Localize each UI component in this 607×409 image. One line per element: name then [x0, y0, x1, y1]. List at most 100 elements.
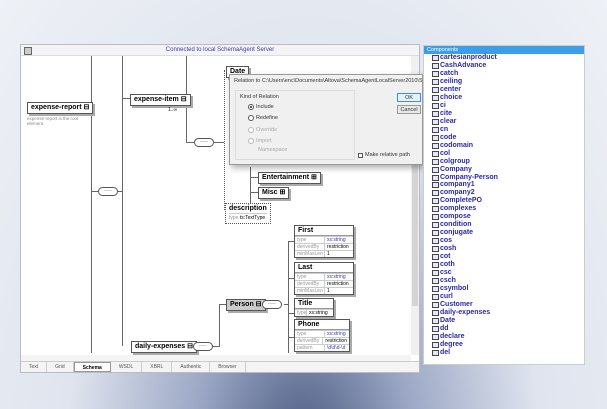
component-item[interactable]: csc: [424, 269, 584, 277]
element-icon: [432, 325, 439, 332]
tab-grid[interactable]: Grid: [47, 362, 74, 372]
component-label: daily-expenses: [440, 308, 491, 316]
component-item[interactable]: center: [424, 86, 584, 94]
component-item[interactable]: cot: [424, 253, 584, 261]
kind-of-relation-group: Kind of Relation Include Redefine Overri…: [235, 90, 355, 160]
component-item[interactable]: CompletePO: [424, 197, 584, 205]
component-item[interactable]: conjugate: [424, 229, 584, 237]
radio-override: Override: [248, 127, 277, 133]
app-icon: [24, 47, 32, 55]
element-daily-expenses[interactable]: daily-expenses ⊟: [131, 341, 198, 353]
component-label: degree: [440, 340, 463, 348]
component-item[interactable]: ceiling: [424, 78, 584, 86]
tab-text[interactable]: Text: [21, 362, 48, 372]
component-item[interactable]: ci: [424, 102, 584, 110]
element-icon: [432, 86, 439, 93]
sequence-compositor[interactable]: ····: [262, 300, 282, 309]
element-icon: [432, 118, 439, 125]
sequence-compositor[interactable]: ····: [194, 138, 214, 147]
namespace-label: Namespace: [258, 147, 288, 153]
component-item[interactable]: del: [424, 349, 584, 357]
component-item[interactable]: choice: [424, 94, 584, 102]
tab-xbrl[interactable]: XBRL: [142, 362, 173, 372]
tab-wsdl[interactable]: WSDL: [111, 362, 143, 372]
relative-path-checkbox[interactable]: Make relative path: [358, 152, 410, 158]
component-item[interactable]: complexes: [424, 205, 584, 213]
component-item[interactable]: Company-Person: [424, 174, 584, 182]
component-item[interactable]: Customer: [424, 301, 584, 309]
component-item[interactable]: code: [424, 134, 584, 142]
component-item[interactable]: curl: [424, 293, 584, 301]
element-entertainment[interactable]: Entertainment ⊞: [258, 172, 321, 184]
component-item[interactable]: CashAdvance: [424, 62, 584, 70]
component-item[interactable]: compose: [424, 213, 584, 221]
element-icon: [432, 333, 439, 340]
component-label: conjugate: [440, 229, 474, 237]
horizontal-scrollbar[interactable]: [21, 355, 411, 361]
radio-redefine[interactable]: Redefine: [248, 115, 278, 121]
component-label: cn: [440, 125, 449, 133]
component-item[interactable]: csymbol: [424, 285, 584, 293]
element-icon: [432, 110, 439, 117]
component-label: ci: [440, 101, 446, 109]
element-expense-report[interactable]: expense-report ⊟: [27, 102, 94, 114]
tab-authentic[interactable]: Authentic: [172, 362, 211, 372]
ok-button[interactable]: OK: [397, 93, 421, 102]
element-expense-item[interactable]: expense-item ⊟: [130, 94, 191, 106]
component-item[interactable]: coth: [424, 261, 584, 269]
vertical-scrollbar[interactable]: [411, 56, 419, 355]
component-item[interactable]: cartesianproduct: [424, 54, 584, 62]
element-misc[interactable]: Misc ⊞: [258, 187, 290, 199]
component-label: ceiling: [440, 77, 463, 85]
component-item[interactable]: clear: [424, 118, 584, 126]
element-icon: [432, 294, 439, 301]
element-icon: [432, 262, 439, 269]
component-label: center: [440, 85, 462, 93]
component-item[interactable]: cite: [424, 110, 584, 118]
component-item[interactable]: company1: [424, 181, 584, 190]
component-item[interactable]: col: [424, 150, 584, 158]
component-item[interactable]: codomain: [424, 142, 584, 150]
component-label: cot: [440, 253, 451, 261]
component-item[interactable]: cn: [424, 126, 584, 134]
component-item[interactable]: Company: [424, 166, 584, 174]
component-item[interactable]: cosh: [424, 245, 584, 253]
component-item[interactable]: Date: [424, 317, 584, 325]
sequence-compositor[interactable]: ····: [98, 187, 118, 196]
component-item[interactable]: company2: [424, 189, 584, 197]
component-label: dd: [440, 324, 449, 332]
element-person[interactable]: Person ⊟: [226, 299, 266, 311]
tab-schema[interactable]: Schema: [73, 362, 111, 372]
component-item[interactable]: degree: [424, 341, 584, 349]
element-icon: [432, 278, 439, 285]
component-item[interactable]: condition: [424, 221, 584, 229]
component-label: cosh: [440, 245, 457, 253]
tab-browser[interactable]: Browser: [210, 362, 246, 372]
radio-include[interactable]: Include: [248, 104, 274, 110]
component-item[interactable]: colgroup: [424, 158, 584, 166]
element-icon: [432, 341, 439, 348]
element-icon: [432, 142, 439, 149]
component-label: coth: [440, 261, 455, 269]
element-icon: [432, 134, 439, 141]
component-item[interactable]: catch: [424, 70, 584, 78]
component-item[interactable]: daily-expenses: [424, 309, 584, 317]
component-item[interactable]: declare: [424, 333, 584, 341]
element-icon: [432, 102, 439, 109]
element-icon: [432, 286, 439, 293]
sequence-compositor[interactable]: ····: [193, 342, 213, 351]
cancel-button[interactable]: Cancel: [397, 105, 421, 114]
component-item[interactable]: dd: [424, 325, 584, 333]
component-item[interactable]: cos: [424, 237, 584, 245]
component-label: cartesianproduct: [440, 53, 497, 61]
element-icon: [432, 70, 439, 77]
component-item[interactable]: csch: [424, 277, 584, 285]
component-label: csymbol: [440, 285, 469, 293]
